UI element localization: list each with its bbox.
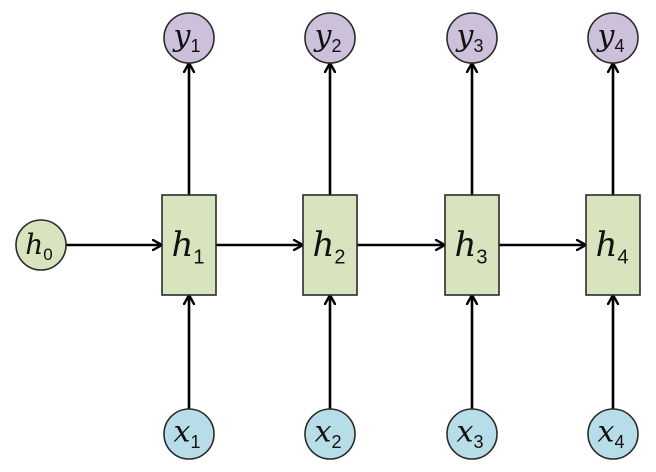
input-label-4-base: x xyxy=(598,415,615,450)
input-label-4: x4 xyxy=(598,415,625,453)
hidden-state-label-3-base: h xyxy=(454,225,476,265)
input-label-3-subscript: 3 xyxy=(473,432,483,452)
input-label-1-base: x xyxy=(174,415,191,450)
hidden-state-box-3 xyxy=(444,194,500,296)
input-node-4 xyxy=(587,408,639,460)
output-label-3-subscript: 3 xyxy=(473,36,483,56)
hidden-state-label-1: h1 xyxy=(171,225,204,268)
output-label-4: y4 xyxy=(596,19,625,57)
input-label-3: x3 xyxy=(457,415,484,453)
input-label-2: x2 xyxy=(315,415,342,453)
input-label-2-subscript: 2 xyxy=(331,432,341,452)
initial-state-node xyxy=(15,219,67,271)
diagram-edges xyxy=(66,63,613,409)
output-label-2: y2 xyxy=(313,19,342,57)
hidden-state-label-4: h4 xyxy=(595,225,628,268)
output-label-3-base: y xyxy=(455,19,475,54)
hidden-state-label-2-subscript: 2 xyxy=(334,246,345,268)
hidden-state-label-4-base: h xyxy=(595,225,617,265)
hidden-state-box-4 xyxy=(585,194,641,296)
output-label-2-subscript: 2 xyxy=(331,36,341,56)
input-label-3-base: x xyxy=(457,415,474,450)
output-node-2 xyxy=(304,12,356,64)
output-label-4-subscript: 4 xyxy=(614,36,624,56)
output-label-1-subscript: 1 xyxy=(190,36,200,56)
initial-state-label-base: h xyxy=(25,228,43,261)
output-label-4-base: y xyxy=(596,19,616,54)
output-node-3 xyxy=(446,12,498,64)
output-label-1-base: y xyxy=(172,19,192,54)
initial-state-label: h0 xyxy=(25,228,53,264)
hidden-state-label-3: h3 xyxy=(454,225,487,268)
hidden-state-label-3-subscript: 3 xyxy=(476,246,487,268)
input-label-2-base: x xyxy=(315,415,332,450)
output-label-1: y1 xyxy=(172,19,201,57)
input-node-3 xyxy=(446,408,498,460)
output-label-2-base: y xyxy=(313,19,333,54)
output-node-1 xyxy=(163,12,215,64)
hidden-state-label-2-base: h xyxy=(312,225,334,265)
input-label-1: x1 xyxy=(174,415,201,453)
input-label-4-subscript: 4 xyxy=(614,432,624,452)
hidden-state-box-2 xyxy=(302,194,358,296)
output-label-3: y3 xyxy=(455,19,484,57)
input-label-1-subscript: 1 xyxy=(190,432,200,452)
hidden-state-box-1 xyxy=(161,194,217,296)
input-node-1 xyxy=(163,408,215,460)
hidden-state-label-2: h2 xyxy=(312,225,345,268)
initial-state-label-subscript: 0 xyxy=(43,245,52,264)
input-node-2 xyxy=(304,408,356,460)
hidden-state-label-4-subscript: 4 xyxy=(617,246,628,268)
hidden-state-label-1-base: h xyxy=(171,225,193,265)
output-node-4 xyxy=(587,12,639,64)
hidden-state-label-1-subscript: 1 xyxy=(193,246,204,268)
